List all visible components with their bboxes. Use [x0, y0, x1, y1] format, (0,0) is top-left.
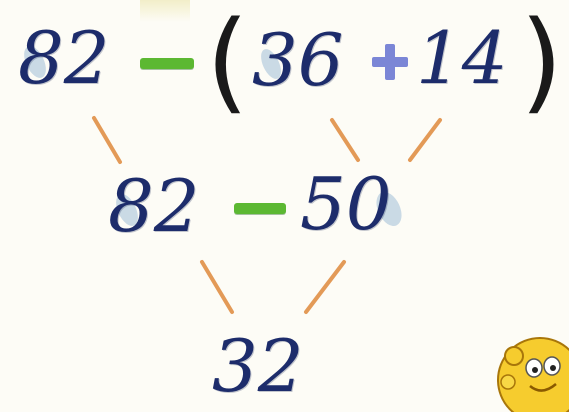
- number-36: 36: [252, 18, 344, 102]
- cartoon-character-icon: [497, 337, 569, 412]
- number-14: 14: [416, 16, 508, 100]
- result-32: 32: [212, 324, 304, 408]
- decorative-highlight: [140, 0, 190, 22]
- connector-82-to-82: [92, 116, 122, 164]
- plus-icon: [372, 44, 408, 80]
- close-parenthesis: ): [520, 0, 563, 125]
- number-82: 82: [18, 16, 110, 100]
- number-50: 50: [300, 162, 392, 246]
- open-parenthesis: (: [206, 0, 249, 125]
- connector-50-to-32: [304, 260, 346, 314]
- connector-14-to-50: [408, 118, 442, 162]
- minus-icon: [140, 58, 194, 69]
- minus-icon-step: [234, 203, 286, 214]
- connector-36-to-50: [330, 118, 360, 162]
- number-82-step: 82: [108, 164, 200, 248]
- connector-82-to-32: [200, 260, 234, 314]
